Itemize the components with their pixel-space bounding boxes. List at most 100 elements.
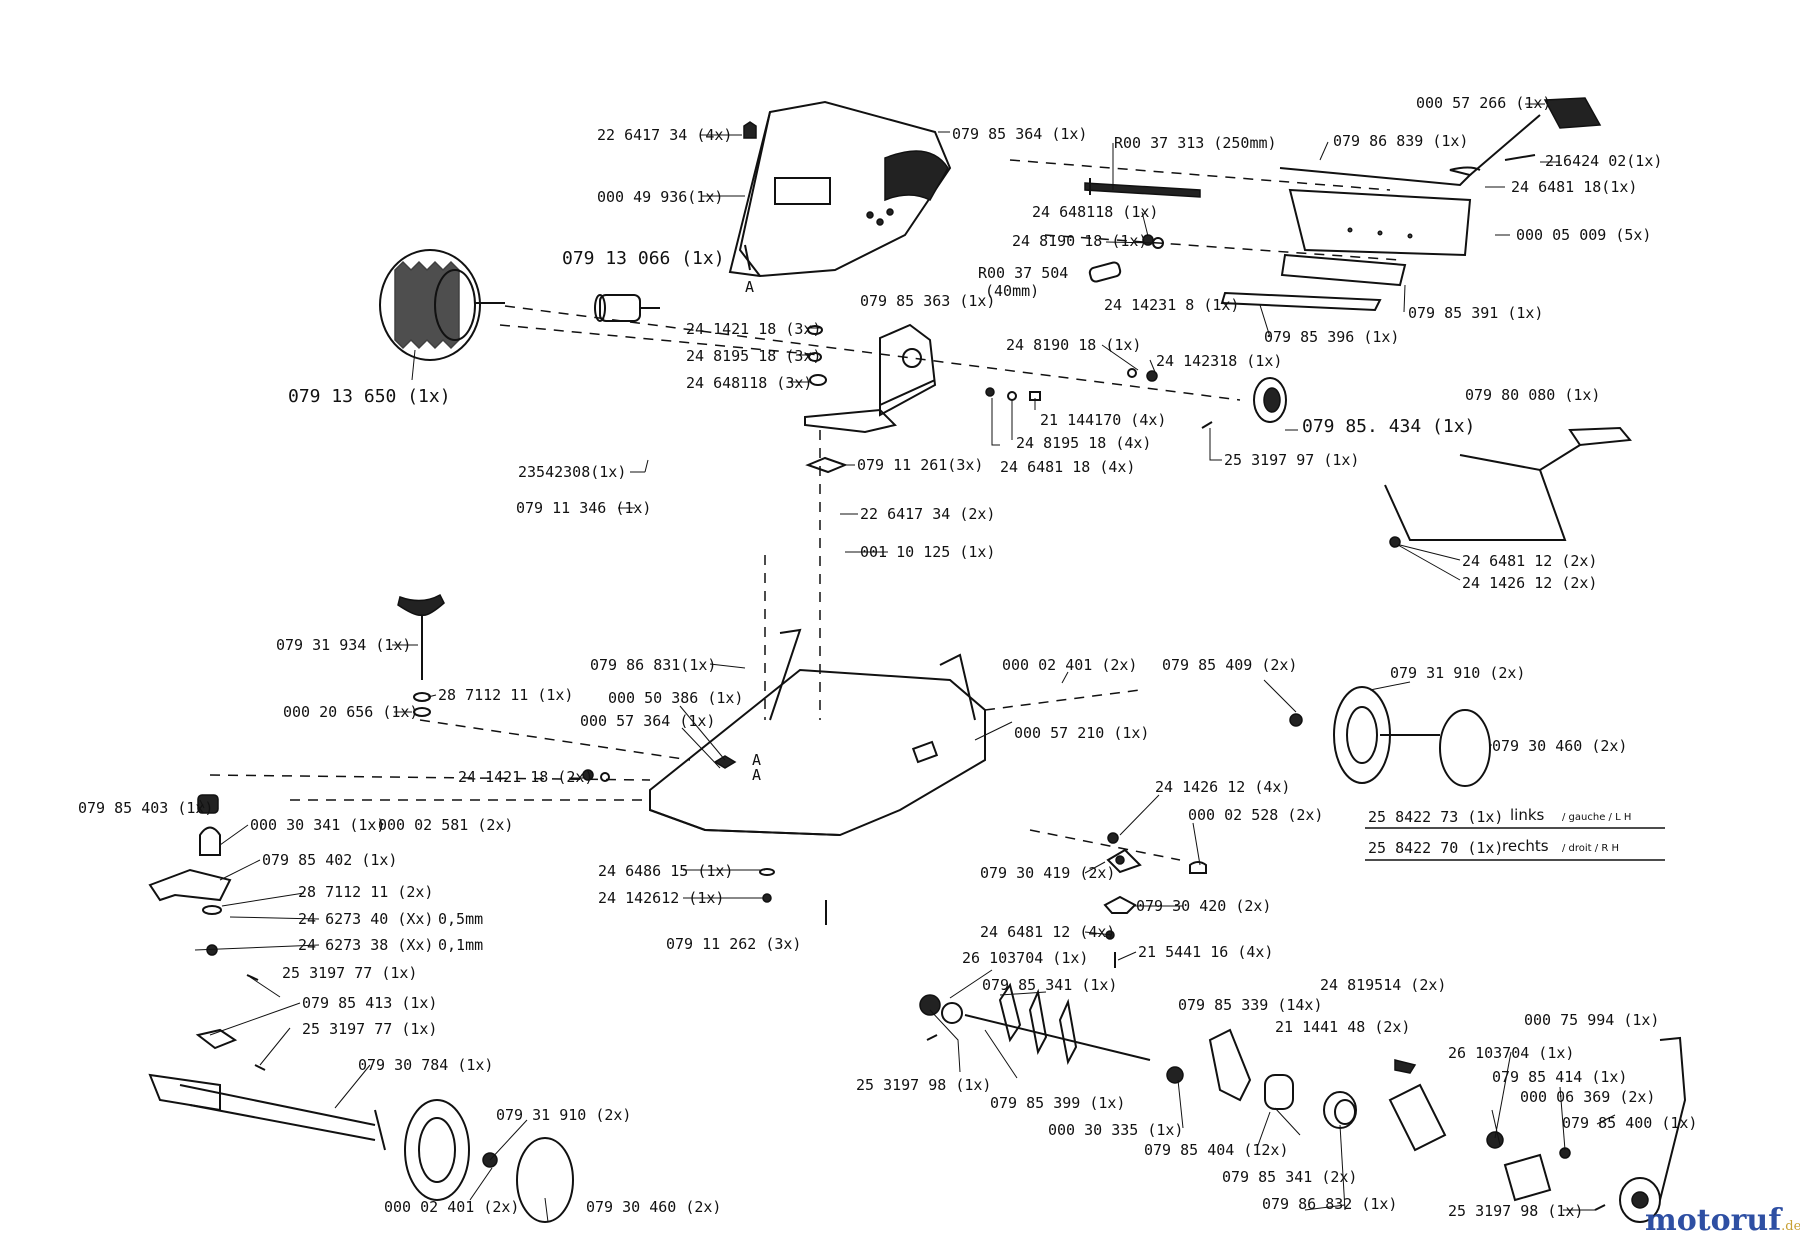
label-079-31-934: 079 31 934 (1x) bbox=[276, 636, 411, 654]
parts-drawings: A bbox=[148, 97, 1687, 1223]
label-079-85-363: 079 85 363 (1x) bbox=[860, 292, 995, 310]
lever-drawing bbox=[1384, 426, 1632, 548]
label-079-31-910-right: 079 31 910 (2x) bbox=[1390, 664, 1525, 682]
label-24-6481-12-4x: 24 6481 12 (4x) bbox=[980, 923, 1115, 941]
washer-stack-drawing bbox=[807, 325, 827, 386]
side-table-row1-side: links bbox=[1510, 806, 1545, 824]
label-24-6481-12-2x: 24 6481 12 (2x) bbox=[1462, 552, 1597, 570]
label-079-85-400: 079 85 400 (1x) bbox=[1562, 1114, 1697, 1132]
label-079-30-460-right: 079 30 460 (2x) bbox=[1492, 737, 1627, 755]
axis-line-front bbox=[1029, 829, 1181, 861]
label-28-7112-11-1x: 28 7112 11 (1x) bbox=[438, 686, 573, 704]
label-216424-02: 216424 02(1x) bbox=[1545, 152, 1662, 170]
label-000-57-364: 000 57 364 (1x) bbox=[580, 712, 715, 730]
label-24-6273-38: 24 6273 38 (Xx) bbox=[298, 936, 433, 954]
label-25-3197-77-top: 25 3197 77 (1x) bbox=[282, 964, 417, 982]
callout-a-deck: A bbox=[752, 766, 761, 784]
label-000-02-581: 000 02 581 (2x) bbox=[378, 816, 513, 834]
label-079-30-784: 079 30 784 (1x) bbox=[358, 1056, 493, 1074]
scarifier-shaft-drawing bbox=[919, 982, 1151, 1065]
label-079-85-391: 079 85 391 (1x) bbox=[1408, 304, 1543, 322]
label-25-3197-77-bottom: 25 3197 77 (1x) bbox=[302, 1020, 437, 1038]
label-079-85-396: 079 85 396 (1x) bbox=[1264, 328, 1399, 346]
shaft-parts-drawing bbox=[1166, 1028, 1571, 1202]
label-000-75-994: 000 75 994 (1x) bbox=[1524, 1011, 1659, 1029]
label-24-819514: 24 819514 (2x) bbox=[1320, 976, 1446, 994]
capacitor-drawing bbox=[594, 294, 660, 322]
label-079-11-261: 079 11 261(3x) bbox=[857, 456, 983, 474]
label-079-85-403: 079 85 403 (1x) bbox=[78, 799, 213, 817]
handle-bracket-drawing bbox=[1220, 97, 1602, 312]
label-000-06-369: 000 06 369 (2x) bbox=[1520, 1088, 1655, 1106]
label-24-8190-18-1x: 24 8190 18 (1x) bbox=[1006, 336, 1141, 354]
label-079-80-080: 079 80 080 (1x) bbox=[1465, 386, 1600, 404]
callout-a-cover: A bbox=[745, 278, 754, 296]
side-cover-drawing bbox=[1594, 1036, 1687, 1223]
label-21-1441-48: 21 1441 48 (2x) bbox=[1275, 1018, 1410, 1036]
side-table-row2-side: rechts bbox=[1502, 837, 1549, 855]
plate-079-11-261-drawing bbox=[805, 456, 848, 474]
label-079-11-262: 079 11 262 (3x) bbox=[666, 935, 801, 953]
washer-left-deck-drawing bbox=[600, 772, 610, 782]
label-079-85-364: 079 85 364 (1x) bbox=[952, 125, 1087, 143]
label-079-30-460-left: 079 30 460 (2x) bbox=[586, 1198, 721, 1216]
wheel-adjust-left-drawing bbox=[148, 794, 266, 1071]
label-24-8190-18-1x-top: 24 8190 18 (1x) bbox=[1012, 232, 1147, 250]
height-adjust-right-drawing bbox=[1103, 832, 1207, 968]
label-24-1421-18-3x: 24 1421 18 (3x) bbox=[686, 320, 821, 338]
label-079-85-402: 079 85 402 (1x) bbox=[262, 851, 397, 869]
pulley-drawing bbox=[1201, 377, 1287, 429]
mower-deck-drawing: A bbox=[649, 628, 986, 837]
label-24-6481-18-1x: 24 6481 18(1x) bbox=[1511, 178, 1637, 196]
motor-cover-drawing bbox=[728, 100, 952, 278]
axis-line-motor bbox=[504, 305, 1241, 401]
label-000-30-341: 000 30 341 (1x) bbox=[250, 816, 385, 834]
washer-lower-deck-drawing bbox=[759, 868, 775, 876]
watermark-name: motoruf bbox=[1645, 1203, 1783, 1238]
label-079-13-066: 079 13 066 (1x) bbox=[562, 248, 725, 269]
motor-drawing bbox=[379, 249, 505, 361]
label-079-31-910-left: 079 31 910 (2x) bbox=[496, 1106, 631, 1124]
label-24-648118-1x: 24 648118 (1x) bbox=[1032, 203, 1158, 221]
spacer-drawing bbox=[1088, 261, 1122, 283]
label-079-30-420: 079 30 420 (2x) bbox=[1136, 897, 1271, 915]
label-23542308: 23542308(1x) bbox=[518, 463, 626, 481]
label-079-85-341-1x: 079 85 341 (1x) bbox=[982, 976, 1117, 994]
label-25-3197-97: 25 3197 97 (1x) bbox=[1224, 451, 1359, 469]
side-table-row2-alt: / droit / R H bbox=[1562, 843, 1619, 854]
label-079-85-399: 079 85 399 (1x) bbox=[990, 1094, 1125, 1112]
left-wheel-drawing bbox=[404, 1099, 574, 1223]
label-000-05-009: 000 05 009 (5x) bbox=[1516, 226, 1651, 244]
side-table: 25 8422 73 (1x) links / gauche / L H 25 … bbox=[1368, 806, 1631, 857]
label-000-50-386: 000 50 386 (1x) bbox=[608, 689, 743, 707]
label-000-57-266: 000 57 266 (1x) bbox=[1416, 94, 1551, 112]
rod-drawing bbox=[1084, 182, 1201, 198]
label-24-6273-40: 24 6273 40 (Xx) bbox=[298, 910, 433, 928]
side-table-row1-alt: / gauche / L H bbox=[1562, 812, 1631, 823]
label-079-85-409: 079 85 409 (2x) bbox=[1162, 656, 1297, 674]
label-079-13-650: 079 13 650 (1x) bbox=[288, 386, 451, 407]
label-000-30-335: 000 30 335 (1x) bbox=[1048, 1121, 1183, 1139]
label-r00-37-504: R00 37 504 bbox=[978, 264, 1068, 282]
label-079-85-341-2x: 079 85 341 (2x) bbox=[1222, 1168, 1357, 1186]
label-21-144170: 21 144170 (4x) bbox=[1040, 411, 1166, 429]
label-21-5441-16: 21 5441 16 (4x) bbox=[1138, 943, 1273, 961]
label-26-103704-right: 26 103704 (1x) bbox=[1448, 1044, 1574, 1062]
label-079-85-404: 079 85 404 (12x) bbox=[1144, 1141, 1289, 1159]
label-24-14231-8: 24 14231 8 (1x) bbox=[1104, 296, 1239, 314]
label-079-86-839: 079 86 839 (1x) bbox=[1333, 132, 1468, 150]
axis-line-wheel-right bbox=[984, 689, 1141, 711]
nut-lower-deck-drawing bbox=[762, 893, 772, 903]
label-22-6417-34-4x: 22 6417 34 (4x) bbox=[597, 126, 732, 144]
label-24-142612-1x: 24 142612 (1x) bbox=[598, 889, 724, 907]
watermark-logo: motoruf.de bbox=[1645, 1203, 1800, 1238]
label-079-85-413: 079 85 413 (1x) bbox=[302, 994, 437, 1012]
label-000-02-401-top: 000 02 401 (2x) bbox=[1002, 656, 1137, 674]
side-table-row1-part: 25 8422 73 (1x) bbox=[1368, 808, 1503, 826]
label-22-6417-34-2x: 22 6417 34 (2x) bbox=[860, 505, 995, 523]
label-000-20-656: 000 20 656 (1x) bbox=[283, 703, 418, 721]
axis-line-left bbox=[209, 774, 651, 781]
label-24-1426-12-2x: 24 1426 12 (2x) bbox=[1462, 574, 1597, 592]
label-40mm: (40mm) bbox=[985, 282, 1039, 300]
